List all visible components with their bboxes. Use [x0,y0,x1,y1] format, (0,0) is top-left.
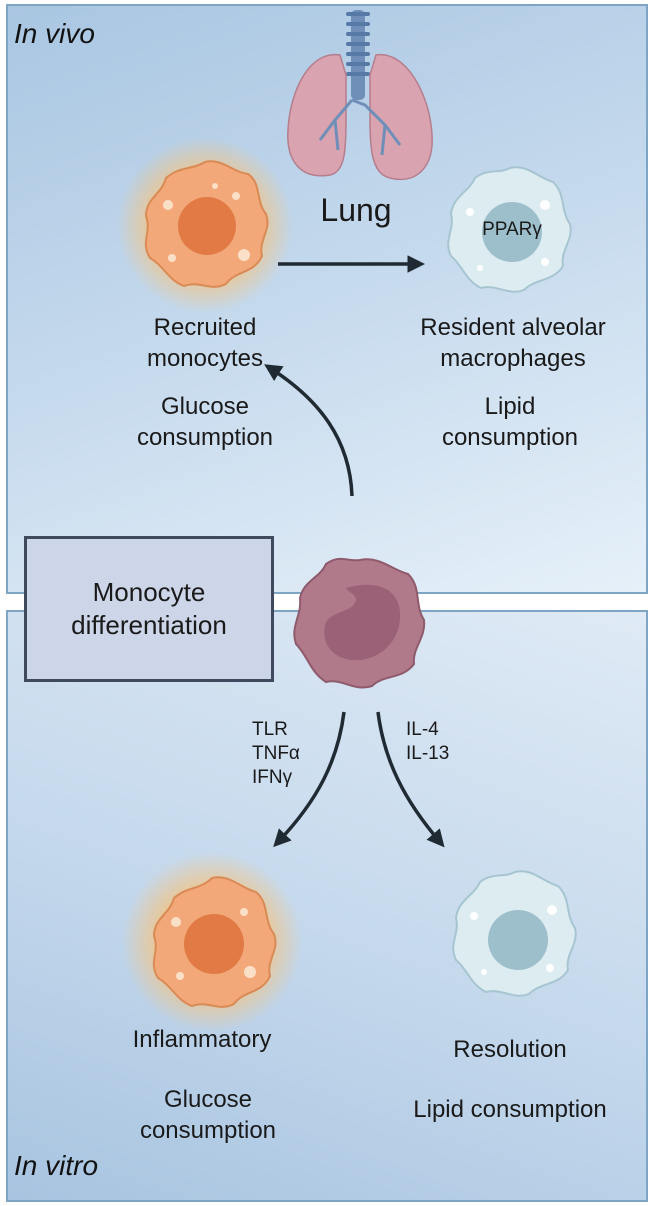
stimulus-il13: IL-13 [406,743,450,764]
resolution-macrophage-icon [452,870,577,997]
inflammatory-metab-line1: Glucose [163,1086,253,1113]
inflammatory-metab-line2: consumption [139,1117,277,1144]
monocyte-icon [293,557,426,689]
resident-line2: macrophages [440,345,586,372]
recruited-line2: monocytes [146,345,264,372]
lung-icon [287,10,433,181]
recruited-metabolism-label: Glucose consumption [120,391,290,453]
mono-box-line1: Monocyte [92,577,206,607]
resident-metabolism-label: Lipid consumption [420,391,600,453]
inflammatory-metabolism-label: Glucose consumption [118,1084,298,1146]
mono-box-line2: differentiation [71,610,227,640]
in-vitro-label: In vitro [14,1150,99,1181]
arrow-to-recruited [264,364,354,497]
resolution-metabolism-label: Lipid consumption [413,1096,607,1123]
stimulus-il4: IL-4 [406,719,439,740]
recruited-metab-line2: consumption [136,424,274,451]
recruited-monocyte-icon [117,137,293,313]
right-stimuli-list: IL-4 IL-13 [406,718,449,766]
resident-metab-line1: Lipid [484,393,536,420]
inflammatory-label: Inflammatory [132,1026,272,1053]
stimulus-tnfa: TNFα [252,743,300,764]
monocyte-differentiation-box: Monocyte differentiation [24,536,274,682]
resident-macrophage-icon [447,166,572,293]
stimulus-tlr: TLR [252,719,288,740]
stimulus-ifng: IFNγ [252,767,293,788]
resident-line1: Resident alveolar [420,314,606,341]
inflammatory-macrophage-icon [122,852,302,1032]
resident-metab-line2: consumption [441,424,579,451]
arrow-to-resolution [376,711,445,848]
recruited-metab-line1: Glucose [160,393,250,420]
resolution-label: Resolution [453,1036,567,1063]
left-stimuli-list: TLR TNFα IFNγ [252,718,300,790]
in-vivo-label: In vivo [14,18,95,49]
recruited-line1: Recruited [153,314,257,341]
ppar-gamma-label: PPARγ [482,219,542,240]
recruited-monocytes-label: Recruited monocytes [120,312,290,374]
arrow-to-inflammatory [273,711,346,848]
lung-label: Lung [320,192,392,228]
resident-macrophages-label: Resident alveolar macrophages [388,312,638,374]
